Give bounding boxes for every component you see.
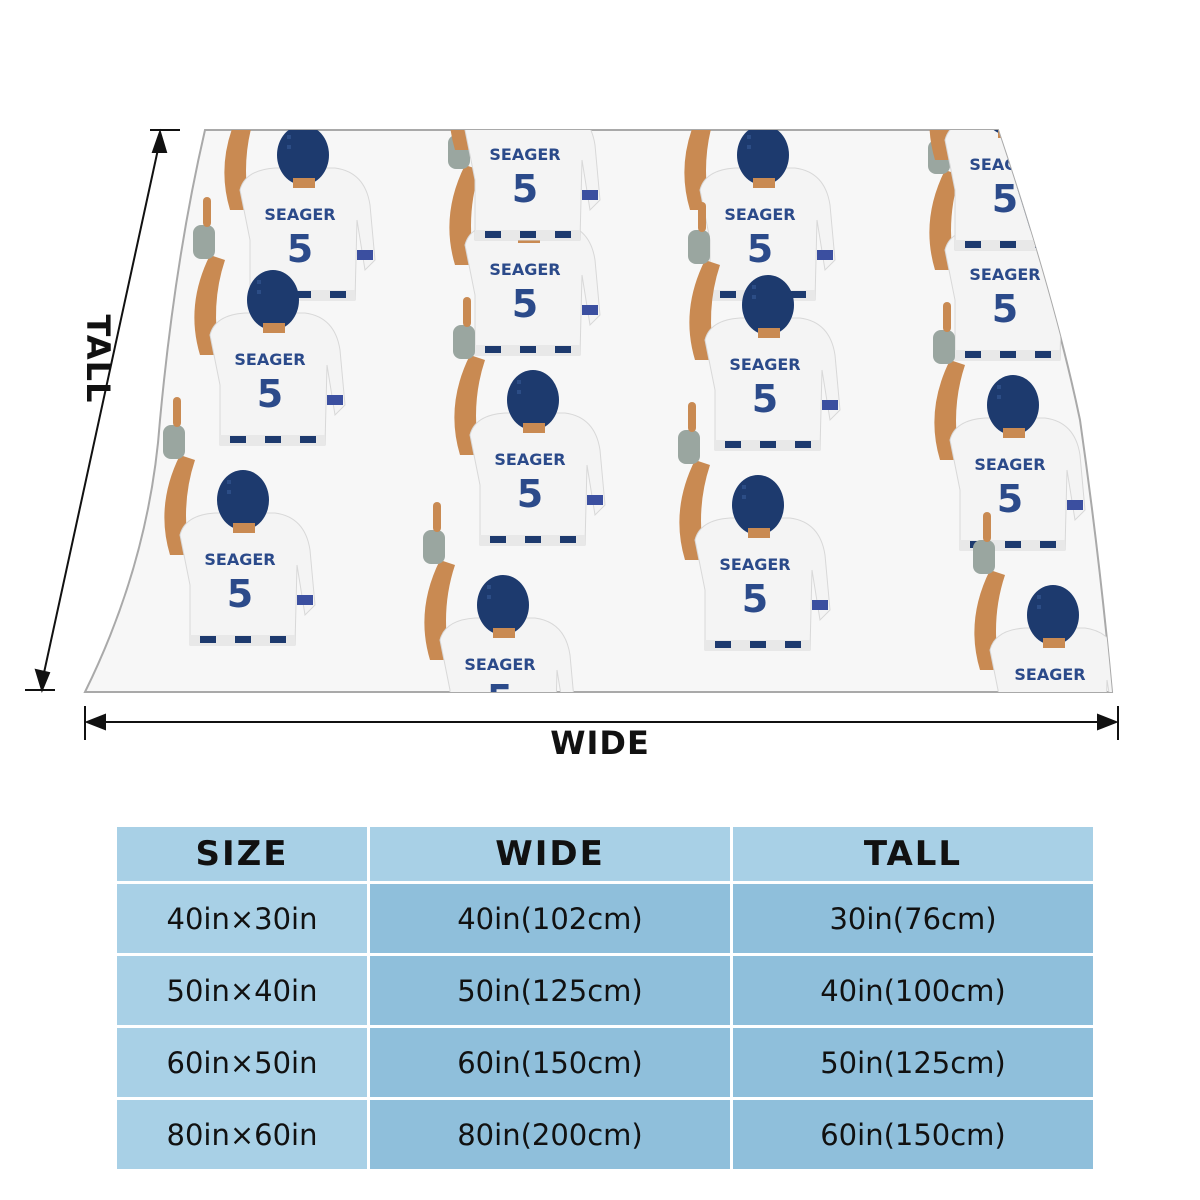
tall-cell: 50in(125cm) [733, 1028, 1093, 1097]
tall-cell: 40in(100cm) [733, 956, 1093, 1025]
tall-dimension-arrow [25, 128, 180, 693]
size-cell: 50in×40in [117, 956, 367, 1025]
table-row: 80in×60in 80in(200cm) 60in(150cm) [117, 1100, 1093, 1169]
size-cell: 80in×60in [117, 1100, 367, 1169]
table-row: 60in×50in 60in(150cm) 50in(125cm) [117, 1028, 1093, 1097]
wide-cell: 80in(200cm) [370, 1100, 730, 1169]
wide-cell: 40in(102cm) [370, 884, 730, 953]
wide-dimension-label: WIDE [550, 724, 650, 762]
table-row: 50in×40in 50in(125cm) 40in(100cm) [117, 956, 1093, 1025]
wide-dimension-arrow [84, 706, 1119, 740]
size-cell: 60in×50in [117, 1028, 367, 1097]
blanket-illustration: SEAGER 5 [25, 128, 1119, 740]
tall-dimension-label: TALL [79, 314, 117, 404]
size-cell: 40in×30in [117, 884, 367, 953]
wide-cell: 50in(125cm) [370, 956, 730, 1025]
tall-cell: 60in(150cm) [733, 1100, 1093, 1169]
header-tall: TALL [733, 827, 1093, 881]
size-table-header-row: SIZE WIDE TALL [117, 827, 1093, 881]
tall-cell: 30in(76cm) [733, 884, 1093, 953]
table-row: 40in×30in 40in(102cm) 30in(76cm) [117, 884, 1093, 953]
wide-cell: 60in(150cm) [370, 1028, 730, 1097]
header-size: SIZE [117, 827, 367, 881]
size-chart-table: SIZE WIDE TALL 40in×30in 40in(102cm) 30i… [114, 824, 1096, 1172]
header-wide: WIDE [370, 827, 730, 881]
blanket [83, 129, 1114, 693]
